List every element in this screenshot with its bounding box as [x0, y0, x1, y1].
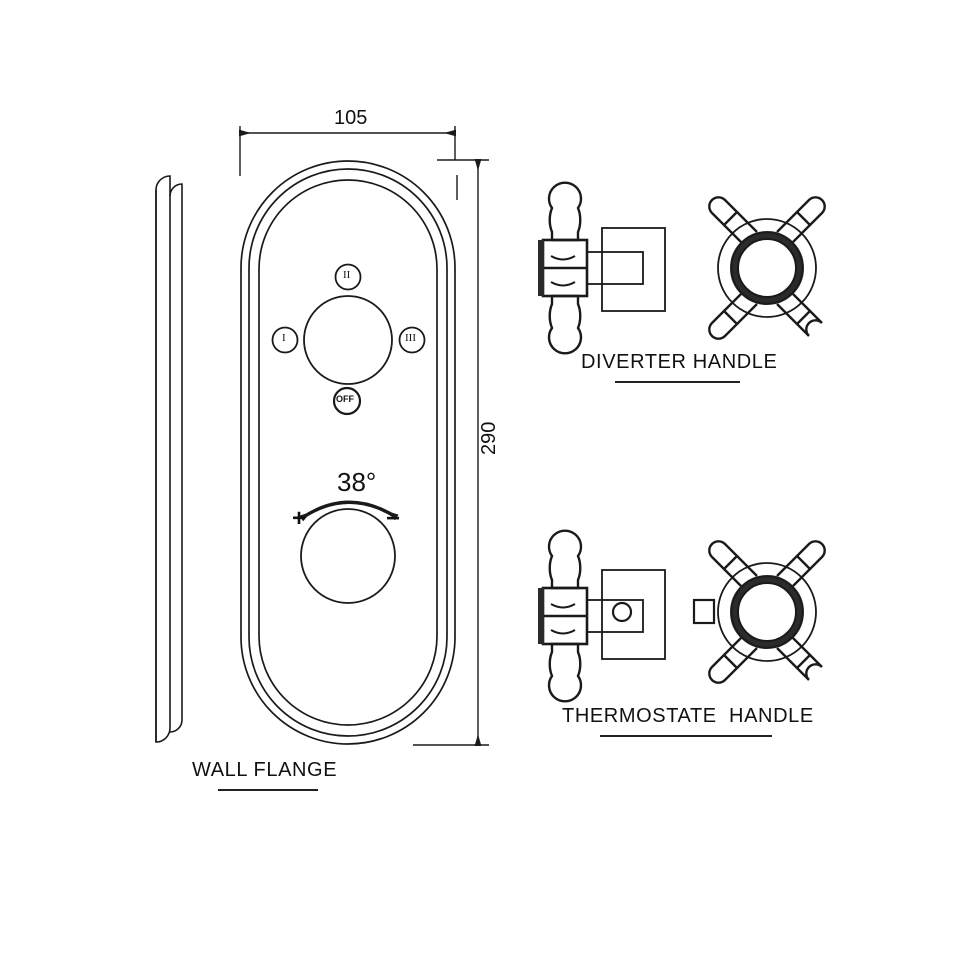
diverter-handle-caption: DIVERTER HANDLE [581, 351, 778, 373]
dimension-height-value: 290 [478, 421, 500, 455]
wall-flange-caption: WALL FLANGE [192, 759, 338, 781]
flange-thermostat-dial [299, 500, 399, 604]
dimension-width-value: 105 [334, 107, 368, 129]
dimension-height-290 [413, 159, 489, 746]
thermostate-handle-side-view [538, 529, 666, 703]
dimension-width-105 [239, 126, 456, 176]
diverter-position-left: I [282, 332, 286, 344]
wall-flange-edge-profile [155, 175, 183, 743]
thermostat-decrease-symbol: − [386, 505, 401, 532]
diverter-handle-side-view [538, 181, 666, 355]
thermostate-handle-caption-underline [600, 735, 772, 737]
thermostate-handle-front-view [692, 540, 826, 684]
wall-flange-caption-underline [218, 789, 318, 791]
thermostat-temperature-label: 38° [337, 467, 377, 497]
diverter-handle-caption-underline [615, 381, 740, 383]
thermostate-handle-caption: THERMOSTATE HANDLE [562, 705, 814, 727]
thermostat-increase-symbol: + [292, 505, 307, 532]
diverter-position-right: III [405, 332, 416, 344]
diverter-position-off: OFF [336, 394, 354, 404]
diverter-handle-front-view [708, 196, 826, 340]
flange-diverter-dial [271, 263, 426, 416]
wall-flange-front-view [240, 160, 456, 745]
diverter-position-top: II [343, 269, 351, 281]
